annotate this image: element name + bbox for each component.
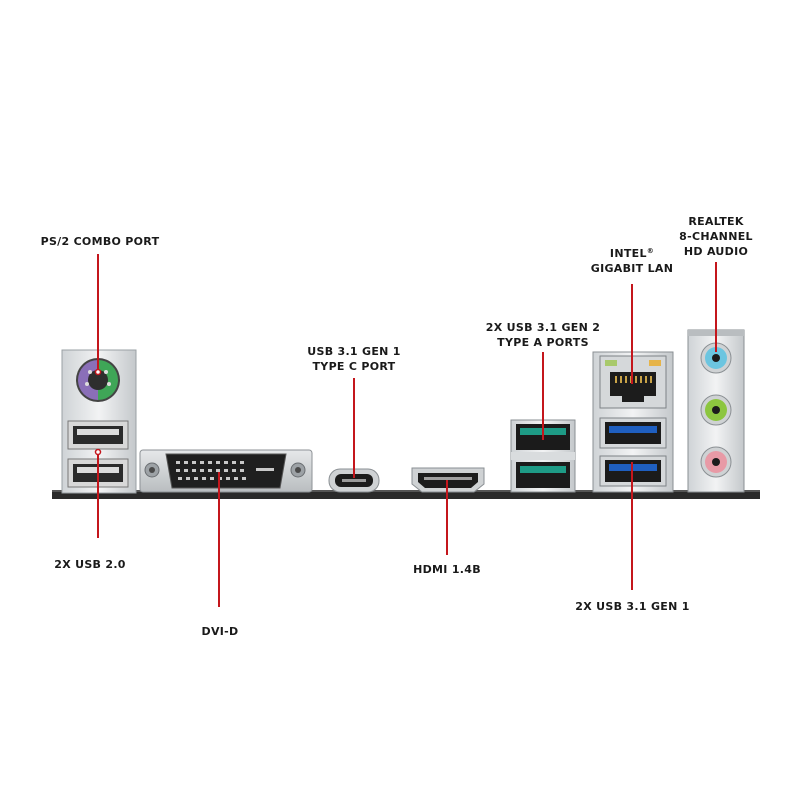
audio-jack-stack <box>687 329 745 493</box>
leader-lines <box>97 254 717 607</box>
label-usb31-gen1: 2X USB 3.1 GEN 1 <box>575 600 690 613</box>
pcb-edge <box>52 490 760 499</box>
label-realtek-audio: REALTEK 8-CHANNEL HD AUDIO <box>679 215 753 258</box>
label-dvi-d: DVI-D <box>201 625 239 638</box>
usb2-port-top <box>67 420 129 450</box>
label-usb-type-c: USB 3.1 GEN 1 TYPE C PORT <box>307 345 401 373</box>
label-usb2: 2X USB 2.0 <box>54 558 126 571</box>
label-usb31-gen2: 2X USB 3.1 GEN 2 TYPE A PORTS <box>485 321 601 349</box>
dvi-d-port <box>139 449 313 493</box>
leader-dots <box>94 368 102 456</box>
usb31-gen1-port-top <box>599 417 667 449</box>
label-ps2-combo-port: PS/2 COMBO PORT <box>40 235 160 248</box>
audio-jack-pink <box>700 446 732 478</box>
ps2-usb2-stack <box>61 349 137 494</box>
usb-type-c-port <box>328 468 380 493</box>
label-intel-lan: INTEL® GIGABIT LAN <box>590 247 674 275</box>
ps2-combo-port <box>76 358 120 402</box>
label-hdmi: HDMI 1.4B <box>413 563 481 576</box>
audio-jack-green <box>700 394 732 426</box>
